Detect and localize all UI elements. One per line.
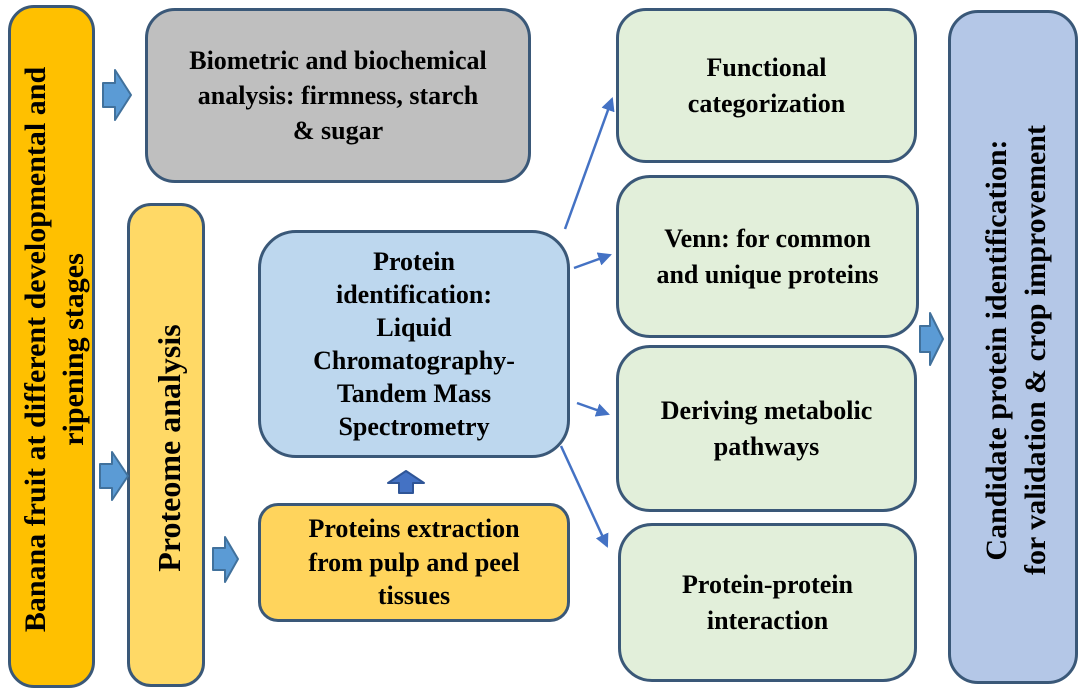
proteins-extraction-label: Proteins extraction from pulp and peel t… [308,513,520,611]
arrow-outputs-to-candidate [919,312,944,366]
biometric-analysis-label: Biometric and biochemical analysis: firm… [189,45,487,146]
candidate-protein-box: Candidate protein identification: for va… [948,10,1078,684]
proteome-analysis-box: Proteome analysis [127,203,205,687]
metabolic-pathways-box: Deriving metabolic pathways [616,345,917,512]
banana-fruit-stages-label: Banana fruit at different developmental … [19,66,90,633]
candidate-protein-label: Candidate protein identification: for va… [980,125,1052,575]
venn-common-unique-box: Venn: for common and unique proteins [616,175,919,338]
arrow-proteinid-to-pathways [576,401,610,417]
arrow-proteinid-to-functional [563,97,615,230]
protein-identification-label: Protein identification: Liquid Chromatog… [313,246,515,442]
proteome-analysis-label: Proteome analysis [151,324,187,572]
proteins-extraction-box: Proteins extraction from pulp and peel t… [258,503,570,622]
arrow-proteinid-to-venn [573,252,612,270]
functional-categorization-box: Functional categorization [616,8,917,163]
biometric-analysis-box: Biometric and biochemical analysis: firm… [145,8,531,183]
arrow-extraction-to-proteinid [387,470,425,494]
arrow-proteome-to-extraction [212,536,239,583]
functional-categorization-label: Functional categorization [687,53,846,118]
arrow-source-to-proteome [99,451,129,501]
protein-identification-box: Protein identification: Liquid Chromatog… [258,230,570,458]
arrow-source-to-biometric [102,69,132,121]
venn-common-unique-label: Venn: for common and unique proteins [656,224,879,289]
protein-interaction-label: Protein-protein interaction [682,570,853,635]
protein-interaction-box: Protein-protein interaction [618,523,917,682]
banana-fruit-stages-box: Banana fruit at different developmental … [8,5,95,688]
metabolic-pathways-label: Deriving metabolic pathways [660,396,873,461]
